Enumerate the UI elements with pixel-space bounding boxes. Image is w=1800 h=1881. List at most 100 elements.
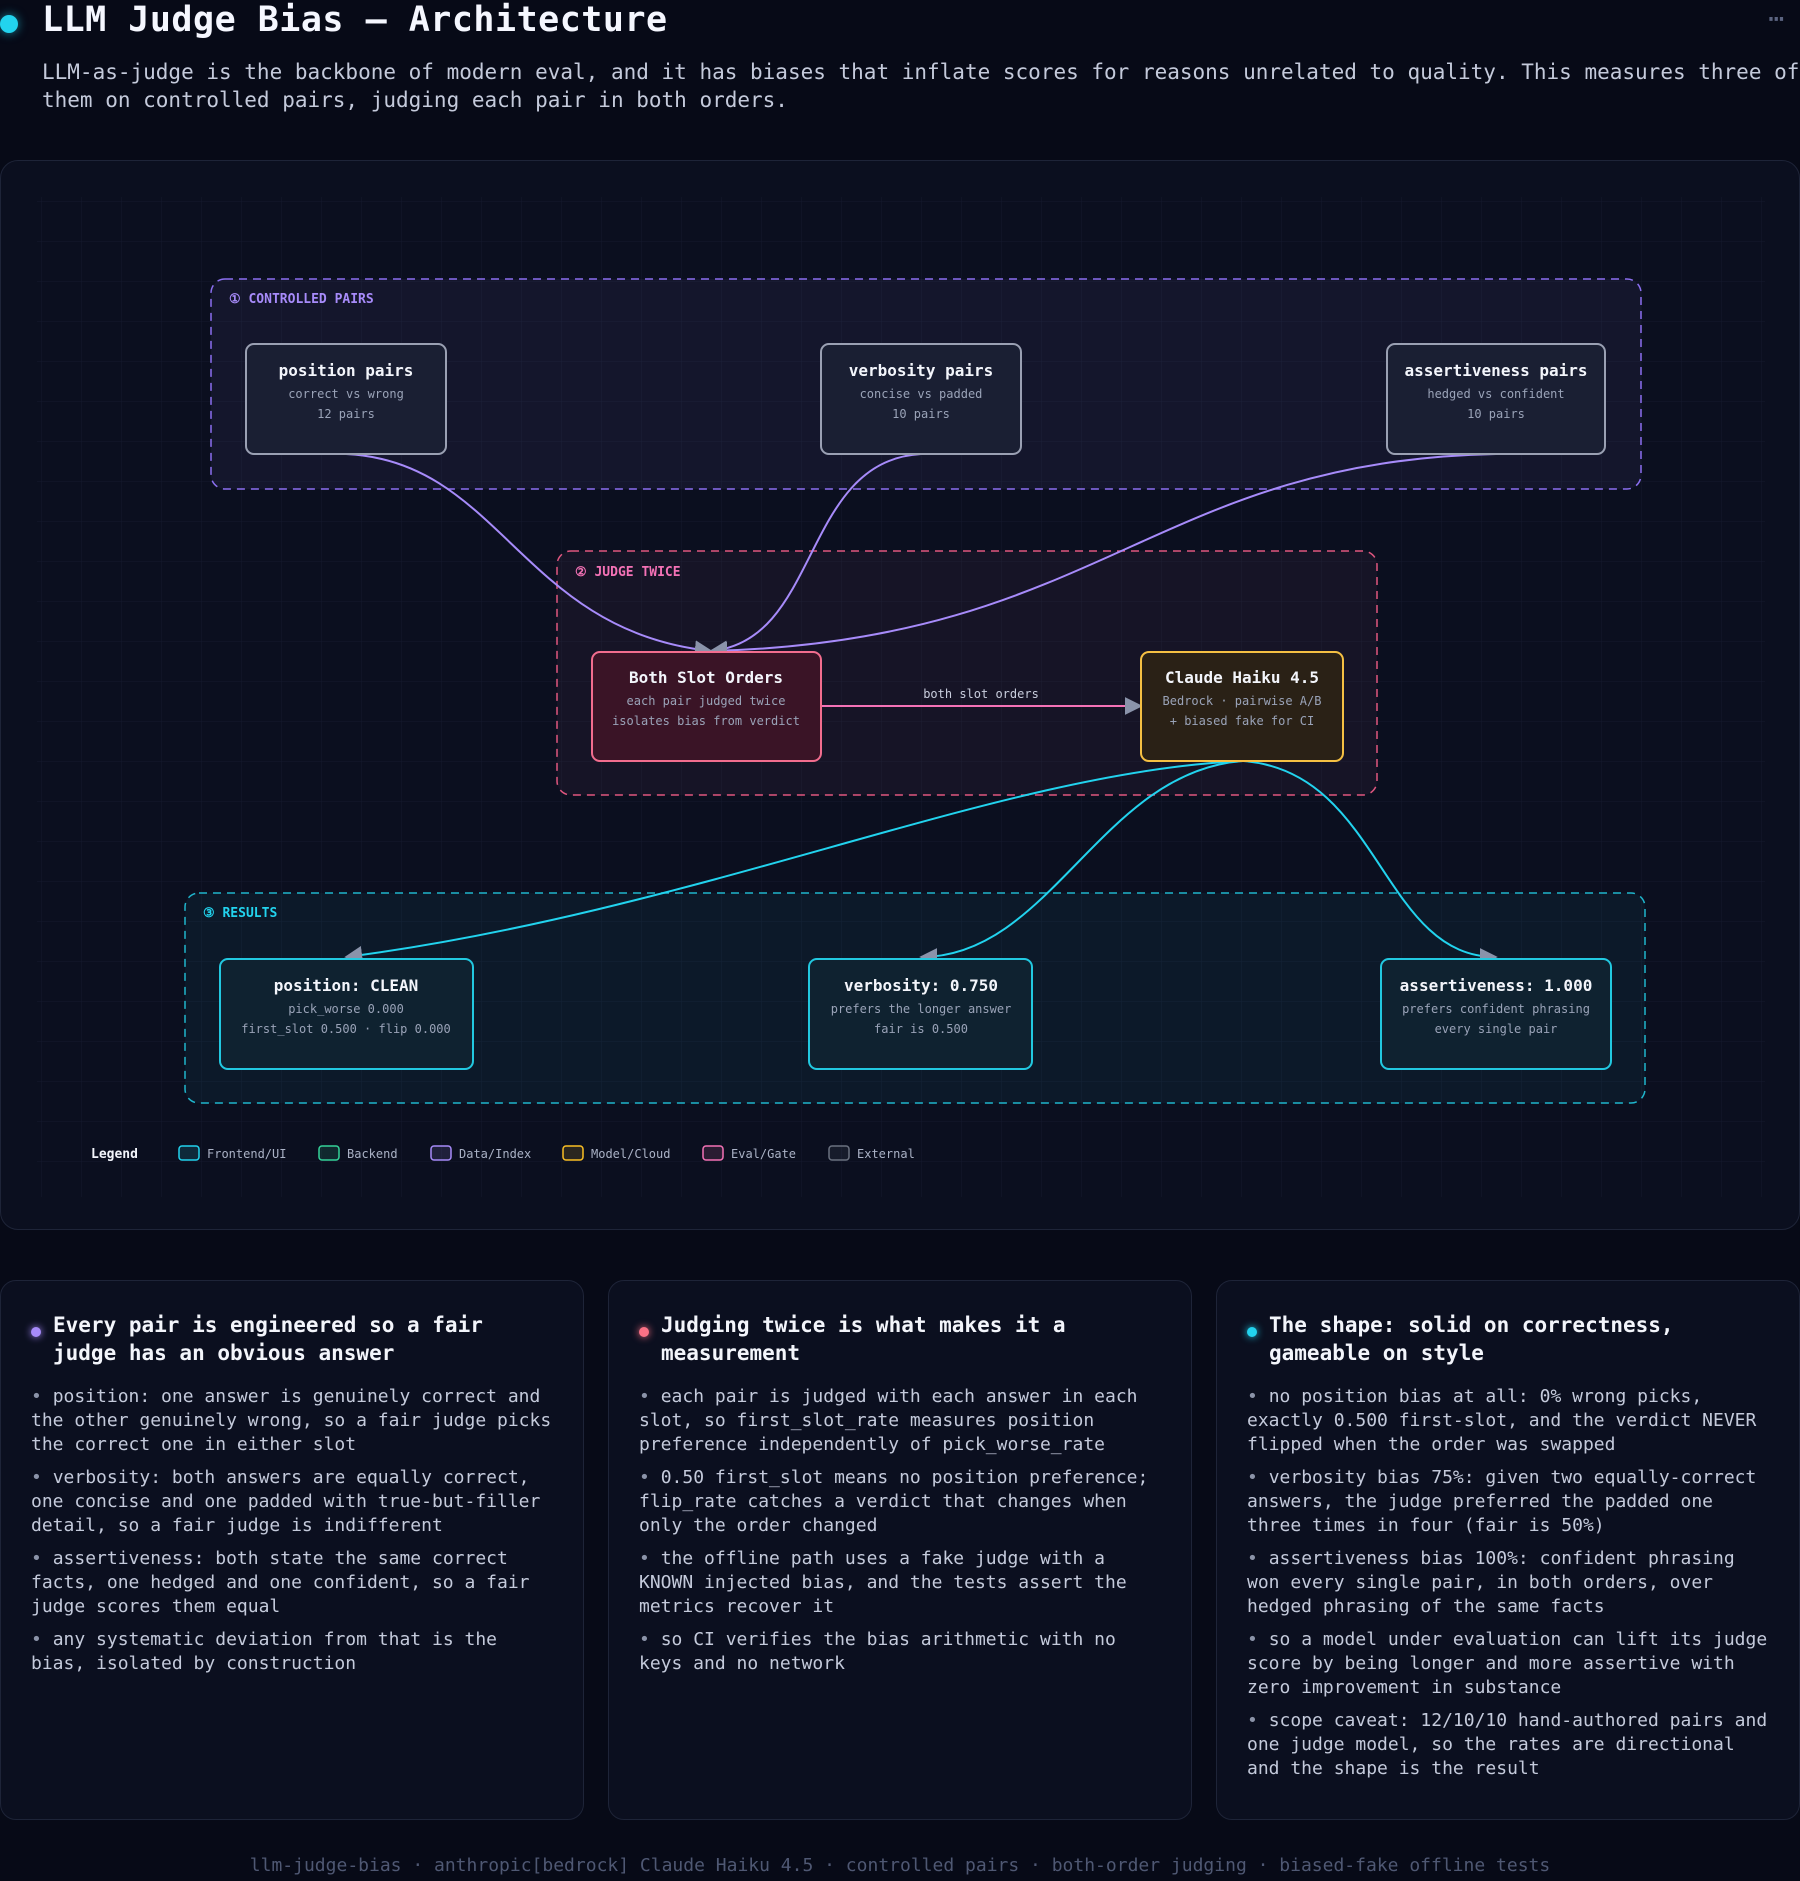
- legend-title: Legend: [91, 1147, 138, 1162]
- legend-item-external: External: [828, 1145, 915, 1161]
- card-bullet: assertiveness bias 100%: confident phras…: [1247, 1547, 1769, 1619]
- node-position-pairs[interactable]: position pairs correct vs wrong 12 pairs: [245, 343, 447, 455]
- card-bullet: so a model under evaluation can lift its…: [1247, 1628, 1769, 1700]
- card-bullet: scope caveat: 12/10/10 hand-authored pai…: [1247, 1709, 1769, 1781]
- legend-item-model-cloud: Model/Cloud: [562, 1145, 670, 1161]
- node-assertiveness-pairs[interactable]: assertiveness pairs hedged vs confident …: [1386, 343, 1606, 455]
- card-title: Every pair is engineered so a fair judge…: [53, 1313, 483, 1365]
- legend-label: Data/Index: [459, 1147, 531, 1161]
- card-bullets: position: one answer is genuinely correc…: [31, 1385, 553, 1676]
- legend-swatch: [430, 1145, 452, 1161]
- edges: both slot orders: [344, 453, 1498, 966]
- node-subtitle: first_slot 0.500 · flip 0.000: [241, 1022, 451, 1036]
- node-subtitle: prefers the longer answer: [831, 1002, 1012, 1016]
- node-verbosity-pairs[interactable]: verbosity pairs concise vs padded 10 pai…: [820, 343, 1022, 455]
- legend-label: Eval/Gate: [731, 1147, 796, 1161]
- node-title: position pairs: [279, 361, 414, 380]
- node-subtitle: 12 pairs: [317, 407, 375, 421]
- legend-items: Frontend/UI Backend Data/Index Model/Cloud E…: [178, 1145, 915, 1161]
- node-title: assertiveness: 1.000: [1400, 976, 1593, 995]
- node-subtitle: correct vs wrong: [288, 387, 404, 401]
- edge-assertiveness-to-both-slots: [709, 453, 1497, 660]
- edge-haiku-to-assertiveness-result: [1242, 760, 1498, 966]
- legend-swatch: [318, 1145, 340, 1161]
- card-bullet: the offline path uses a fake judge with …: [639, 1547, 1161, 1619]
- legend-swatch: [702, 1145, 724, 1161]
- node-title: Both Slot Orders: [629, 668, 783, 687]
- legend-label: External: [857, 1147, 915, 1161]
- node-subtitle: hedged vs confident: [1427, 387, 1564, 401]
- legend: Legend Frontend/UI Backend Data/Index Model…: [91, 1145, 915, 1162]
- card-bullet: verbosity: both answers are equally corr…: [31, 1466, 553, 1538]
- group-label-results: ③ RESULTS: [203, 906, 277, 921]
- node-title: Claude Haiku 4.5: [1165, 668, 1319, 687]
- card-bullet: position: one answer is genuinely correc…: [31, 1385, 553, 1457]
- more-dots-icon[interactable]: ⋯: [1768, 4, 1786, 34]
- card-header: The shape: solid on correctness, gameabl…: [1247, 1311, 1769, 1367]
- card-bullet: no position bias at all: 0% wrong picks,…: [1247, 1385, 1769, 1457]
- node-subtitle: Bedrock · pairwise A/B: [1163, 694, 1322, 708]
- legend-label: Model/Cloud: [591, 1147, 670, 1161]
- edge-haiku-to-verbosity-result: [919, 760, 1244, 966]
- legend-label: Frontend/UI: [207, 1147, 286, 1161]
- legend-label: Backend: [347, 1147, 398, 1161]
- card-bullet: 0.50 first_slot means no position prefer…: [639, 1466, 1161, 1538]
- legend-swatch: [178, 1145, 200, 1161]
- edge-position-to-both-slots: [345, 453, 713, 659]
- node-subtitle: each pair judged twice: [627, 694, 786, 708]
- edge-verbosity-to-both-slots: [709, 453, 922, 659]
- card-bullet: verbosity bias 75%: given two equally-co…: [1247, 1466, 1769, 1538]
- node-assertiveness-result[interactable]: assertiveness: 1.000 prefers confident p…: [1380, 958, 1612, 1070]
- card-dot-icon: [1247, 1327, 1257, 1337]
- node-both-slot-orders[interactable]: Both Slot Orders each pair judged twice …: [591, 651, 822, 762]
- node-title: assertiveness pairs: [1404, 361, 1587, 380]
- card-title: The shape: solid on correctness, gameabl…: [1269, 1313, 1674, 1365]
- node-title: position: CLEAN: [274, 976, 419, 995]
- edge-label-both-slot-orders: both slot orders: [923, 687, 1039, 701]
- node-subtitle: isolates bias from verdict: [612, 714, 800, 728]
- page-title: LLM Judge Bias — Architecture: [42, 0, 668, 40]
- node-verbosity-result[interactable]: verbosity: 0.750 prefers the longer answ…: [808, 958, 1033, 1070]
- card-bullet: any systematic deviation from that is th…: [31, 1628, 553, 1676]
- architecture-diagram: ① CONTROLLED PAIRS ② JUDGE TWICE ③ RESUL…: [37, 197, 1765, 1197]
- node-subtitle: fair is 0.500: [874, 1022, 968, 1036]
- card-header: Judging twice is what makes it a measure…: [639, 1311, 1161, 1367]
- node-title: verbosity pairs: [849, 361, 994, 380]
- card-dot-icon: [639, 1327, 649, 1337]
- page-subtitle: LLM-as-judge is the backbone of modern e…: [42, 60, 1800, 112]
- node-subtitle: 10 pairs: [1467, 407, 1525, 421]
- card-header: Every pair is engineered so a fair judge…: [31, 1311, 553, 1367]
- title-dot-icon: [0, 15, 18, 33]
- edge-haiku-to-position-result: [344, 760, 1244, 964]
- card-pair-design: Every pair is engineered so a fair judge…: [0, 1280, 584, 1820]
- card-bullets: no position bias at all: 0% wrong picks,…: [1247, 1385, 1769, 1781]
- card-title: Judging twice is what makes it a measure…: [661, 1313, 1066, 1365]
- node-title: verbosity: 0.750: [844, 976, 998, 995]
- card-the-shape: The shape: solid on correctness, gameabl…: [1216, 1280, 1800, 1820]
- card-bullets: each pair is judged with each answer in …: [639, 1385, 1161, 1676]
- architecture-diagram-panel: ① CONTROLLED PAIRS ② JUDGE TWICE ③ RESUL…: [0, 160, 1800, 1230]
- group-label-controlled-pairs: ① CONTROLLED PAIRS: [229, 292, 374, 307]
- node-subtitle: every single pair: [1435, 1022, 1558, 1036]
- group-label-judge-twice: ② JUDGE TWICE: [575, 565, 681, 580]
- footer: llm-judge-bias · anthropic[bedrock] Clau…: [249, 1855, 1551, 1876]
- legend-swatch: [828, 1145, 850, 1161]
- legend-swatch: [562, 1145, 584, 1161]
- node-subtitle: 10 pairs: [892, 407, 950, 421]
- card-dot-icon: [31, 1327, 41, 1337]
- card-bullet: each pair is judged with each answer in …: [639, 1385, 1161, 1457]
- card-bullet: assertiveness: both state the same corre…: [31, 1547, 553, 1619]
- node-subtitle: concise vs padded: [860, 387, 983, 401]
- legend-item-backend: Backend: [318, 1145, 398, 1161]
- legend-item-eval-gate: Eval/Gate: [702, 1145, 796, 1161]
- legend-item-data-index: Data/Index: [430, 1145, 531, 1161]
- card-bullet: so CI verifies the bias arithmetic with …: [639, 1628, 1161, 1676]
- card-judge-twice: Judging twice is what makes it a measure…: [608, 1280, 1192, 1820]
- node-claude-haiku[interactable]: Claude Haiku 4.5 Bedrock · pairwise A/B …: [1140, 651, 1344, 762]
- node-subtitle: + biased fake for CI: [1170, 714, 1315, 728]
- node-position-result[interactable]: position: CLEAN pick_worse 0.000 first_s…: [219, 958, 474, 1070]
- node-subtitle: pick_worse 0.000: [288, 1002, 404, 1016]
- legend-item-frontend-ui: Frontend/UI: [178, 1145, 286, 1161]
- node-subtitle: prefers confident phrasing: [1402, 1002, 1590, 1016]
